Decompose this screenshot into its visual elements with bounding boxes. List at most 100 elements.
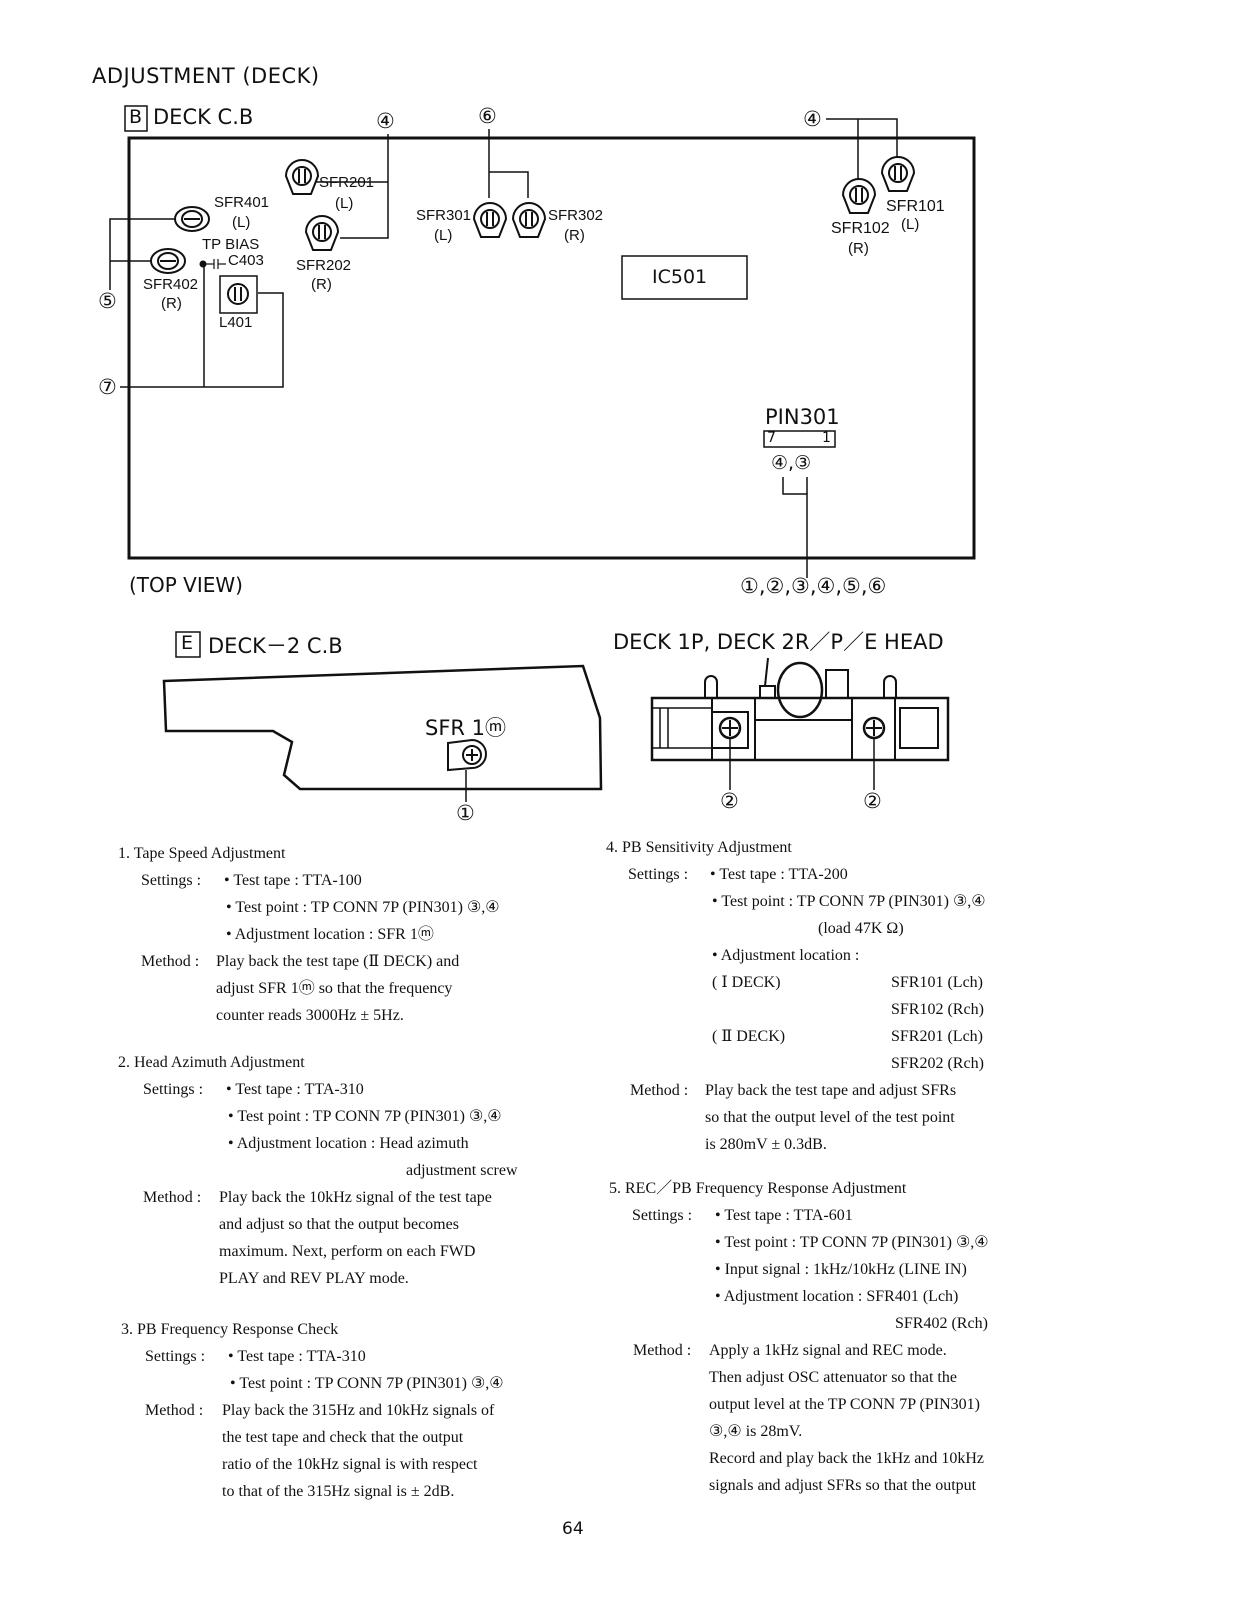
method-label: Method : xyxy=(633,1342,692,1359)
method-line: output level at the TP CONN 7P (PIN301) xyxy=(709,1396,980,1413)
pin301-points: ④,③ xyxy=(771,452,812,474)
section-tape-speed: 1. Tape Speed Adjustment Settings : • Tes… xyxy=(118,840,578,1029)
board-box-letter: B xyxy=(129,106,143,128)
settings-label: Settings : xyxy=(143,1081,204,1098)
section-title: 1. Tape Speed Adjustment xyxy=(118,845,286,862)
label-sfr302: SFR302 xyxy=(548,207,604,224)
method-line: to that of the 315Hz signal is ± 2dB. xyxy=(222,1483,455,1500)
settings-line: • Test tape : TTA-100 xyxy=(224,872,362,889)
method-line: Play back the test tape (Ⅱ DECK) and xyxy=(216,953,460,970)
method-line: Play back the 10kHz signal of the test t… xyxy=(219,1189,492,1206)
label-sfr301: SFR301 xyxy=(416,207,472,224)
deck2-cb-drawing xyxy=(162,631,603,802)
method-line: PLAY and REV PLAY mode. xyxy=(219,1270,409,1287)
callout-6: ⑥ xyxy=(478,104,497,128)
head-drawing xyxy=(650,657,950,790)
callout-4-left: ④ xyxy=(376,109,395,133)
label-sfr101: SFR101 xyxy=(886,198,945,215)
settings-line: • Adjustment location : Head azimuth xyxy=(228,1135,469,1152)
head-callout-left: ② xyxy=(720,789,739,813)
label-sfr202-ch: (R) xyxy=(311,276,332,293)
section-title: 2. Head Azimuth Adjustment xyxy=(118,1054,305,1071)
deck2-label: ( Ⅱ DECK) xyxy=(712,1028,786,1045)
callout-7: ⑦ xyxy=(98,375,117,399)
callout-4-right: ④ xyxy=(803,107,822,131)
section-title: 4. PB Sensitivity Adjustment xyxy=(606,839,792,856)
label-sfr201: SFR201 xyxy=(319,174,375,191)
label-sfr102-ch: (R) xyxy=(848,240,869,257)
settings-line: • Test tape : TTA-200 xyxy=(710,866,848,883)
section-pb-frequency: 3. PB Frequency Response Check Settings … xyxy=(121,1316,581,1505)
deck2-callout-1: ① xyxy=(456,801,475,825)
label-sfr401-ch: (L) xyxy=(232,214,251,231)
settings-line: • Test tape : TTA-601 xyxy=(715,1207,853,1224)
board-name: DECK C.B xyxy=(153,105,254,129)
method-line: is 280mV ± 0.3dB. xyxy=(705,1136,827,1153)
method-line: the test tape and check that the output xyxy=(222,1429,464,1446)
settings-line: • Adjustment location : SFR401 (Lch) xyxy=(715,1288,959,1305)
settings-line: (load 47K Ω) xyxy=(818,920,904,937)
settings-line: • Adjustment location : xyxy=(712,947,860,964)
pin301-pin-1: 1 xyxy=(822,430,831,446)
label-sfr101-ch: (L) xyxy=(901,216,920,233)
method-label: Method : xyxy=(141,953,200,970)
label-sfr102: SFR102 xyxy=(831,220,890,237)
section-title: 3. PB Frequency Response Check xyxy=(121,1321,339,1338)
settings-line: • Test point : TP CONN 7P (PIN301) ③,④ xyxy=(715,1234,989,1251)
section-head-azimuth: 2. Head Azimuth Adjustment Settings : • T… xyxy=(118,1049,578,1292)
method-line: ③,④ is 28mV. xyxy=(709,1423,803,1440)
method-line: Record and play back the 1kHz and 10kHz xyxy=(709,1450,985,1467)
head-callout-right: ② xyxy=(863,789,882,813)
settings-line: • Test point : TP CONN 7P (PIN301) ③,④ xyxy=(226,899,500,916)
settings-label: Settings : xyxy=(632,1207,693,1224)
settings-line: adjustment screw xyxy=(406,1162,518,1179)
method-line: Play back the test tape and adjust SFRs xyxy=(705,1082,957,1099)
page-title: ADJUSTMENT (DECK) xyxy=(92,64,320,88)
method-line: so that the output level of the test poi… xyxy=(705,1109,955,1126)
deck1-value: SFR101 (Lch) xyxy=(891,974,983,991)
deck2-value: SFR202 (Rch) xyxy=(891,1055,984,1072)
deck1-label: ( Ⅰ DECK) xyxy=(712,974,781,991)
deck2-value: SFR201 (Lch) xyxy=(891,1028,983,1045)
method-line: Then adjust OSC attenuator so that the xyxy=(709,1369,957,1386)
settings-line: SFR402 (Rch) xyxy=(895,1315,988,1332)
deck-cb-drawing xyxy=(109,105,976,578)
section-pb-sensitivity: 4. PB Sensitivity Adjustment Settings : •… xyxy=(606,834,1086,1158)
label-l401: L401 xyxy=(219,314,253,331)
settings-label: Settings : xyxy=(628,866,689,883)
method-label: Method : xyxy=(143,1189,202,1206)
label-sfr201-ch: (L) xyxy=(335,195,354,212)
settings-line: • Test point : TP CONN 7P (PIN301) ③,④ xyxy=(712,893,986,910)
label-sfr401: SFR401 xyxy=(214,194,270,211)
deck2-sfr-label: SFR 1ⓜ xyxy=(425,716,507,740)
method-label: Method : xyxy=(630,1082,689,1099)
settings-line: • Test tape : TTA-310 xyxy=(226,1081,364,1098)
settings-line: • Test point : TP CONN 7P (PIN301) ③,④ xyxy=(228,1108,502,1125)
callout-5: ⑤ xyxy=(98,289,117,313)
settings-label: Settings : xyxy=(141,872,202,889)
settings-line: • Adjustment location : SFR 1ⓜ xyxy=(226,926,434,943)
method-line: maximum. Next, perform on each FWD xyxy=(219,1243,476,1260)
label-sfr402-ch: (R) xyxy=(161,295,182,312)
method-line: ratio of the 10kHz signal is with respec… xyxy=(222,1456,478,1473)
label-c403: C403 xyxy=(228,252,264,269)
pin301-label: PIN301 xyxy=(765,405,840,429)
method-line: adjust SFR 1ⓜ so that the frequency xyxy=(216,980,453,997)
method-line: Play back the 315Hz and 10kHz signals of xyxy=(222,1402,495,1419)
label-sfr402: SFR402 xyxy=(143,276,199,293)
settings-line: • Test point : TP CONN 7P (PIN301) ③,④ xyxy=(230,1375,504,1392)
head-title: DECK 1P, DECK 2R／P／E HEAD xyxy=(613,630,944,654)
page-number: 64 xyxy=(562,1519,584,1539)
method-line: and adjust so that the output becomes xyxy=(219,1216,459,1233)
bottom-points: ①,②,③,④,⑤,⑥ xyxy=(740,574,887,598)
method-line: signals and adjust SFRs so that the outp… xyxy=(709,1477,977,1494)
label-sfr301-ch: (L) xyxy=(434,227,453,244)
method-line: Apply a 1kHz signal and REC mode. xyxy=(709,1342,947,1359)
settings-label: Settings : xyxy=(145,1348,206,1365)
view-label: (TOP VIEW) xyxy=(129,573,243,597)
method-label: Method : xyxy=(145,1402,204,1419)
method-line: counter reads 3000Hz ± 5Hz. xyxy=(216,1007,404,1024)
deck2-box-letter: E xyxy=(181,632,194,654)
label-tp-bias: TP BIAS xyxy=(202,236,260,253)
settings-line: • Input signal : 1kHz/10kHz (LINE IN) xyxy=(715,1261,967,1278)
